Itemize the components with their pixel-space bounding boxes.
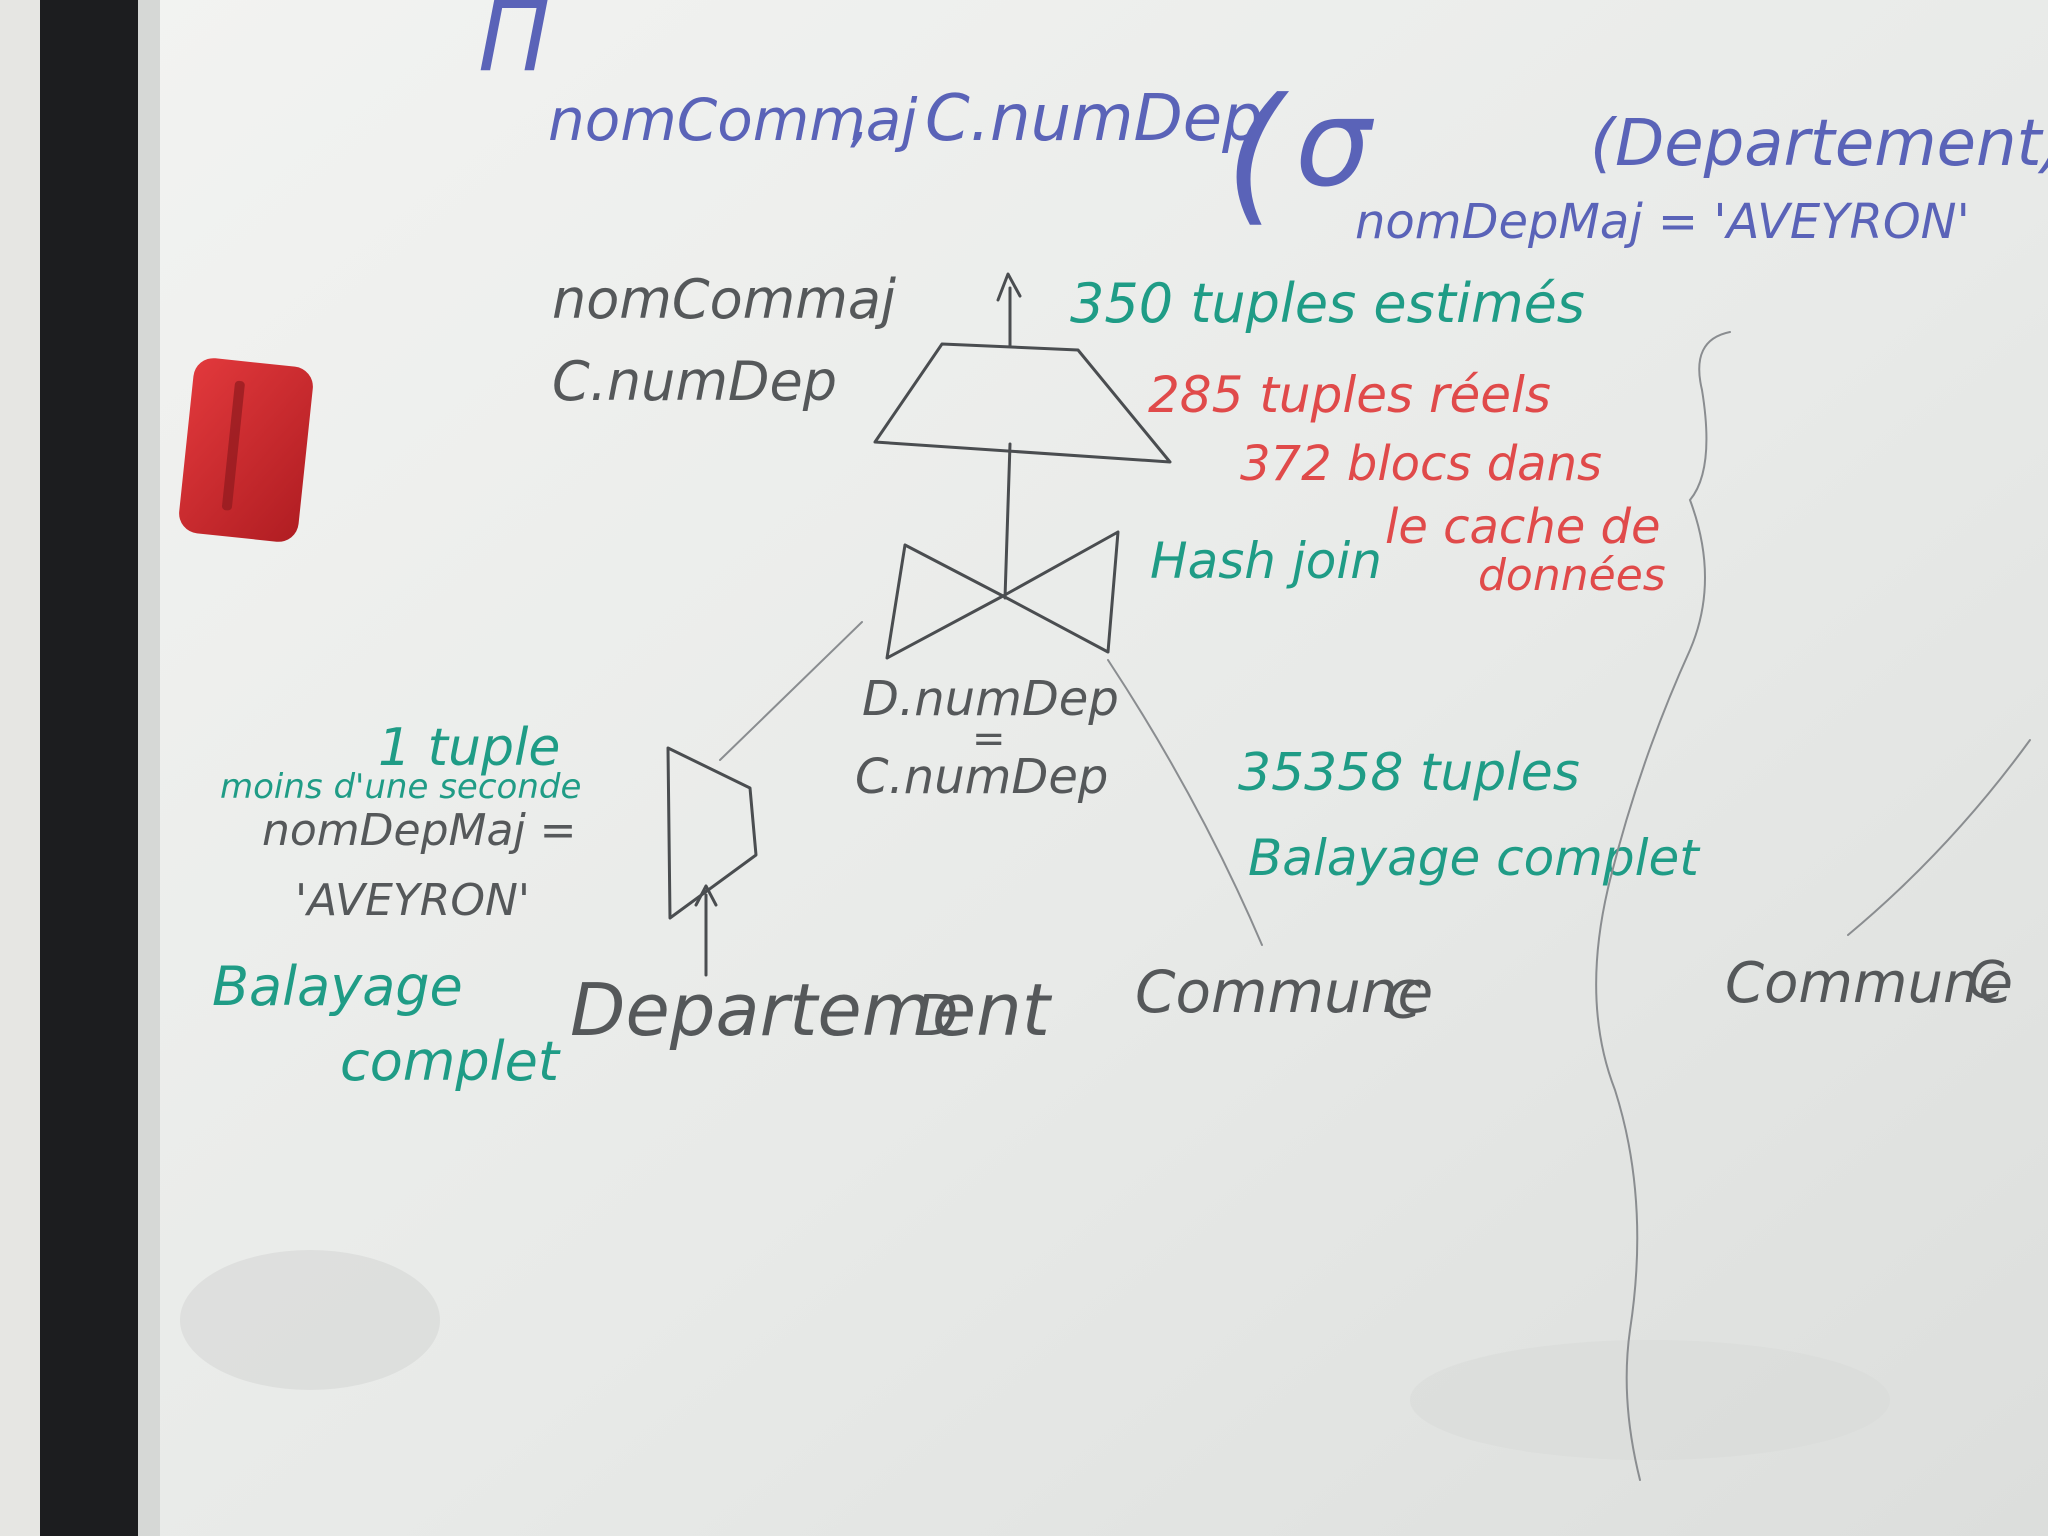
selection-scan-line-1: Balayage xyxy=(212,955,463,1018)
eraser xyxy=(179,358,313,542)
projection-blocks-line-2: le cache de xyxy=(1385,499,1661,555)
projection-real-tuples: 285 tuples réels xyxy=(1148,366,1551,424)
brace-curve xyxy=(1595,331,1731,1481)
projection-estimate: 350 tuples estimés xyxy=(1070,272,1585,335)
right-plan-edge xyxy=(1847,739,2031,936)
projection-pi-subscript: nomCommaj xyxy=(548,86,918,154)
formula-relation: (Departement) xyxy=(1590,107,2048,181)
relation-commune-2-alias: C xyxy=(1968,951,2005,1011)
relation-commune-alias: C xyxy=(1385,971,1422,1031)
projection-to-join-edge xyxy=(1003,442,1012,600)
board-edge xyxy=(138,0,160,1536)
relation-commune: Commune xyxy=(1135,958,1433,1026)
commune-scan-type: Balayage complet xyxy=(1248,829,1701,887)
relation-commune-2: Commune xyxy=(1725,951,2013,1016)
projection-blocks-line-3: données xyxy=(1478,550,1666,601)
join-condition-right: C.numDep xyxy=(855,749,1108,805)
selection-time: moins d'une seconde xyxy=(220,767,581,807)
hash-join-label: Hash join xyxy=(1150,532,1382,590)
smudge xyxy=(180,1250,440,1390)
formula-comma: , xyxy=(850,82,870,156)
selection-trapezoid xyxy=(666,746,758,977)
selection-condition-line-1: nomDepMaj = xyxy=(262,805,577,856)
projection-pi-symbol: Π xyxy=(478,0,550,93)
formula-open-paren: ( xyxy=(1225,67,1290,241)
whiteboard-surface xyxy=(138,0,2048,1536)
relation-departement: Departement xyxy=(570,968,1053,1052)
smudge xyxy=(1410,1340,1890,1460)
whiteboard-frame xyxy=(40,0,138,1536)
hash-join-bowtie xyxy=(885,530,1120,660)
selection-sigma-condition: nomDepMaj = 'AVEYRON' xyxy=(1355,194,1970,250)
join-condition-left: D.numDep xyxy=(862,671,1119,727)
wall-strip xyxy=(0,0,40,1536)
projection-trapezoid xyxy=(873,272,1172,464)
selection-scan-line-2: complet xyxy=(340,1030,561,1093)
projection-blocks-line-1: 372 blocs dans xyxy=(1240,436,1602,492)
selection-condition-line-2: 'AVEYRON' xyxy=(295,875,530,926)
projection-attr-1: nomCommaj xyxy=(552,268,896,331)
formula-num-dep: C.numDep xyxy=(925,82,1263,156)
projection-attr-2: C.numDep xyxy=(552,350,837,413)
join-to-commune-edge xyxy=(1107,659,1263,946)
commune-scan-tuples: 35358 tuples xyxy=(1238,743,1580,803)
selection-sigma-symbol: σ xyxy=(1295,75,1375,214)
relation-departement-alias: D xyxy=(915,984,958,1049)
join-condition-equals: = xyxy=(972,716,1006,762)
join-to-selection-edge xyxy=(719,621,863,761)
selection-tuple-count: 1 tuple xyxy=(378,718,560,778)
